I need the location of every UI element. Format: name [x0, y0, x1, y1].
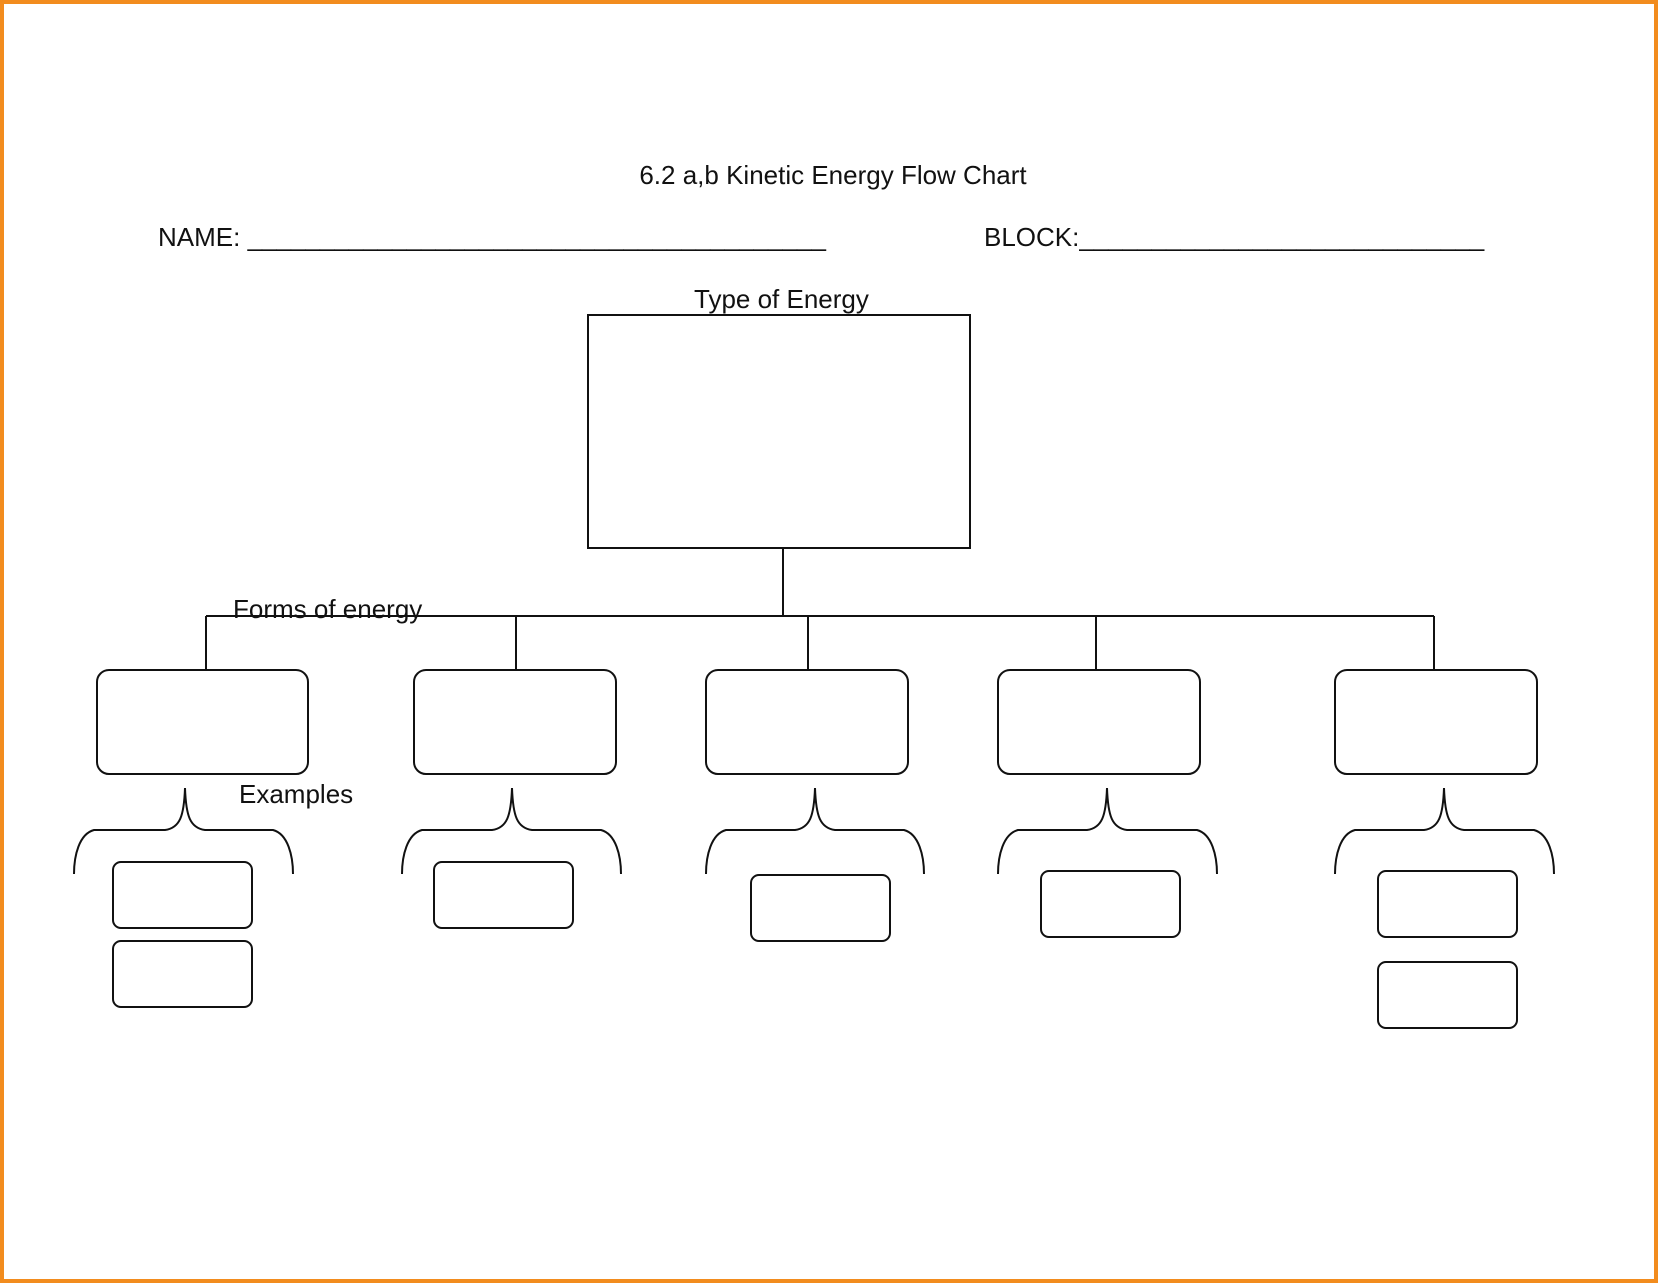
example-box-2-1	[433, 861, 574, 929]
example-box-3-1	[750, 874, 891, 942]
examples-label: Examples	[239, 779, 354, 809]
example-box-5-2	[1377, 961, 1518, 1029]
example-box-4-1	[1040, 870, 1181, 938]
examples-brace-1	[73, 787, 294, 875]
form-box-3	[705, 669, 909, 775]
block-field-label: BLOCK:____________________________	[984, 222, 1485, 252]
form-box-2	[413, 669, 617, 775]
example-box-1-1	[112, 861, 253, 929]
examples-brace-2	[401, 787, 622, 875]
type-of-energy-box	[587, 314, 971, 549]
examples-brace-3	[705, 787, 925, 875]
flow-chart-diagram	[73, 314, 1555, 1029]
forms-of-energy-label: Forms of energy	[233, 594, 423, 624]
form-box-4	[997, 669, 1201, 775]
page-title: 6.2 a,b Kinetic Energy Flow Chart	[639, 160, 1027, 190]
examples-brace-5	[1334, 787, 1555, 875]
examples-brace-4	[997, 787, 1218, 875]
name-field-label: NAME: __________________________________…	[158, 222, 826, 252]
form-box-1	[96, 669, 309, 775]
type-of-energy-label: Type of Energy	[694, 284, 869, 314]
example-box-5-1	[1377, 870, 1518, 938]
example-box-1-2	[112, 940, 253, 1008]
form-box-5	[1334, 669, 1538, 775]
